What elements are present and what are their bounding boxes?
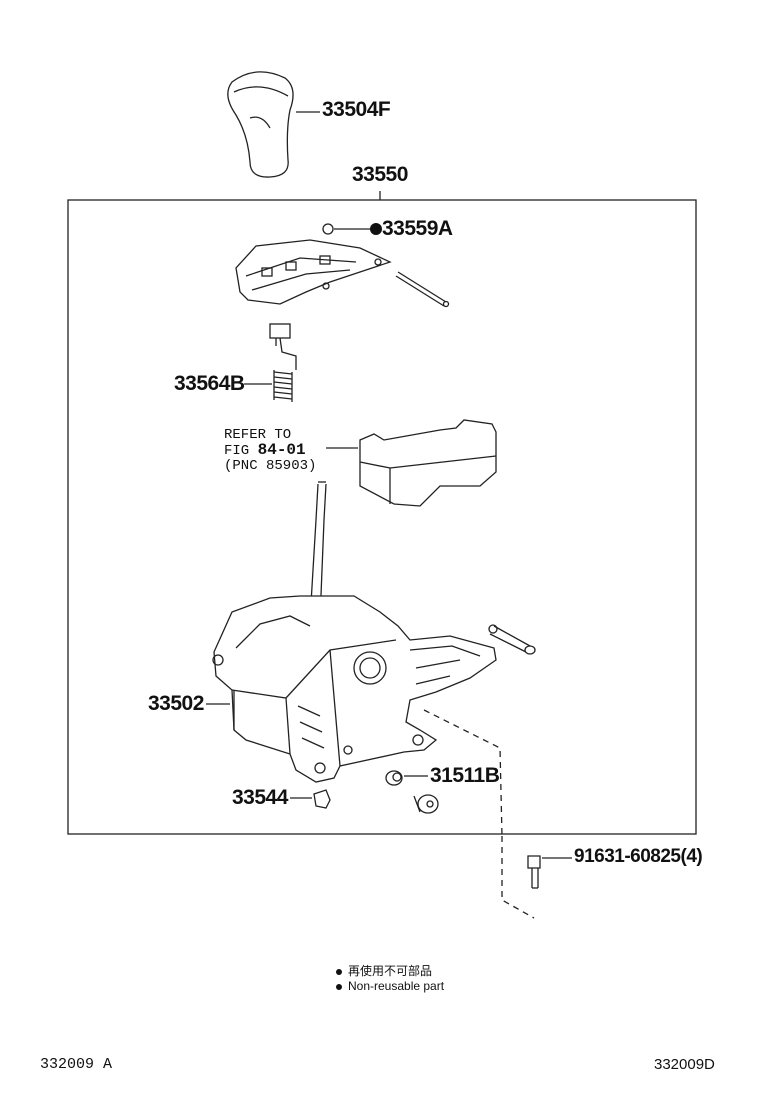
spring-icon [273,370,293,402]
reference-fig-number: 84-01 [257,441,306,459]
nonreusable-marker-icon [370,223,382,235]
shift-knob-icon [227,71,294,178]
washer-icon [322,223,334,235]
label-bushing: 31511B [430,764,500,787]
legend-english-text: Non-reusable part [348,979,445,993]
label-cap: 33544 [232,786,288,809]
right-pin-icon [488,624,536,655]
legend-japanese-text: 再使用不可部品 [348,964,433,978]
reference-line-2: FIG 84-01 [224,441,316,459]
shift-housing-icon [212,595,497,783]
legend-english: Non-reusable part [336,979,444,993]
reference-line-1: REFER TO [224,427,292,443]
legend-japanese: 再使用不可部品 [336,962,432,979]
footer-left-code: 332009 A [40,1056,113,1073]
indicator-plate-icon [235,239,392,305]
pin-icon [395,271,450,308]
reference-fig-prefix: FIG [224,443,250,459]
bolt-icon [527,855,541,889]
collar-icon [413,794,439,814]
assembly-frame [67,199,697,835]
label-spring: 33564B [174,372,245,395]
footer-right-code: 332009D [654,1056,715,1073]
bushing-icon [385,770,403,786]
label-knob: 33504F [322,98,391,121]
indicator-cover-icon [359,419,497,507]
legend-dot-icon [336,968,342,975]
reference-note: REFER TO FIG 84-01 (PNC 85903) [224,428,316,474]
detent-lever-icon [269,323,297,370]
label-housing: 33502 [148,692,204,715]
legend-dot-icon [336,983,342,990]
label-assembly: 33550 [352,163,408,186]
reference-line-3: (PNC 85903) [224,458,317,474]
cap-icon [313,789,331,809]
label-bolt: 91631-60825(4) [574,846,703,867]
label-nonreuse-part: 33559A [382,217,453,240]
